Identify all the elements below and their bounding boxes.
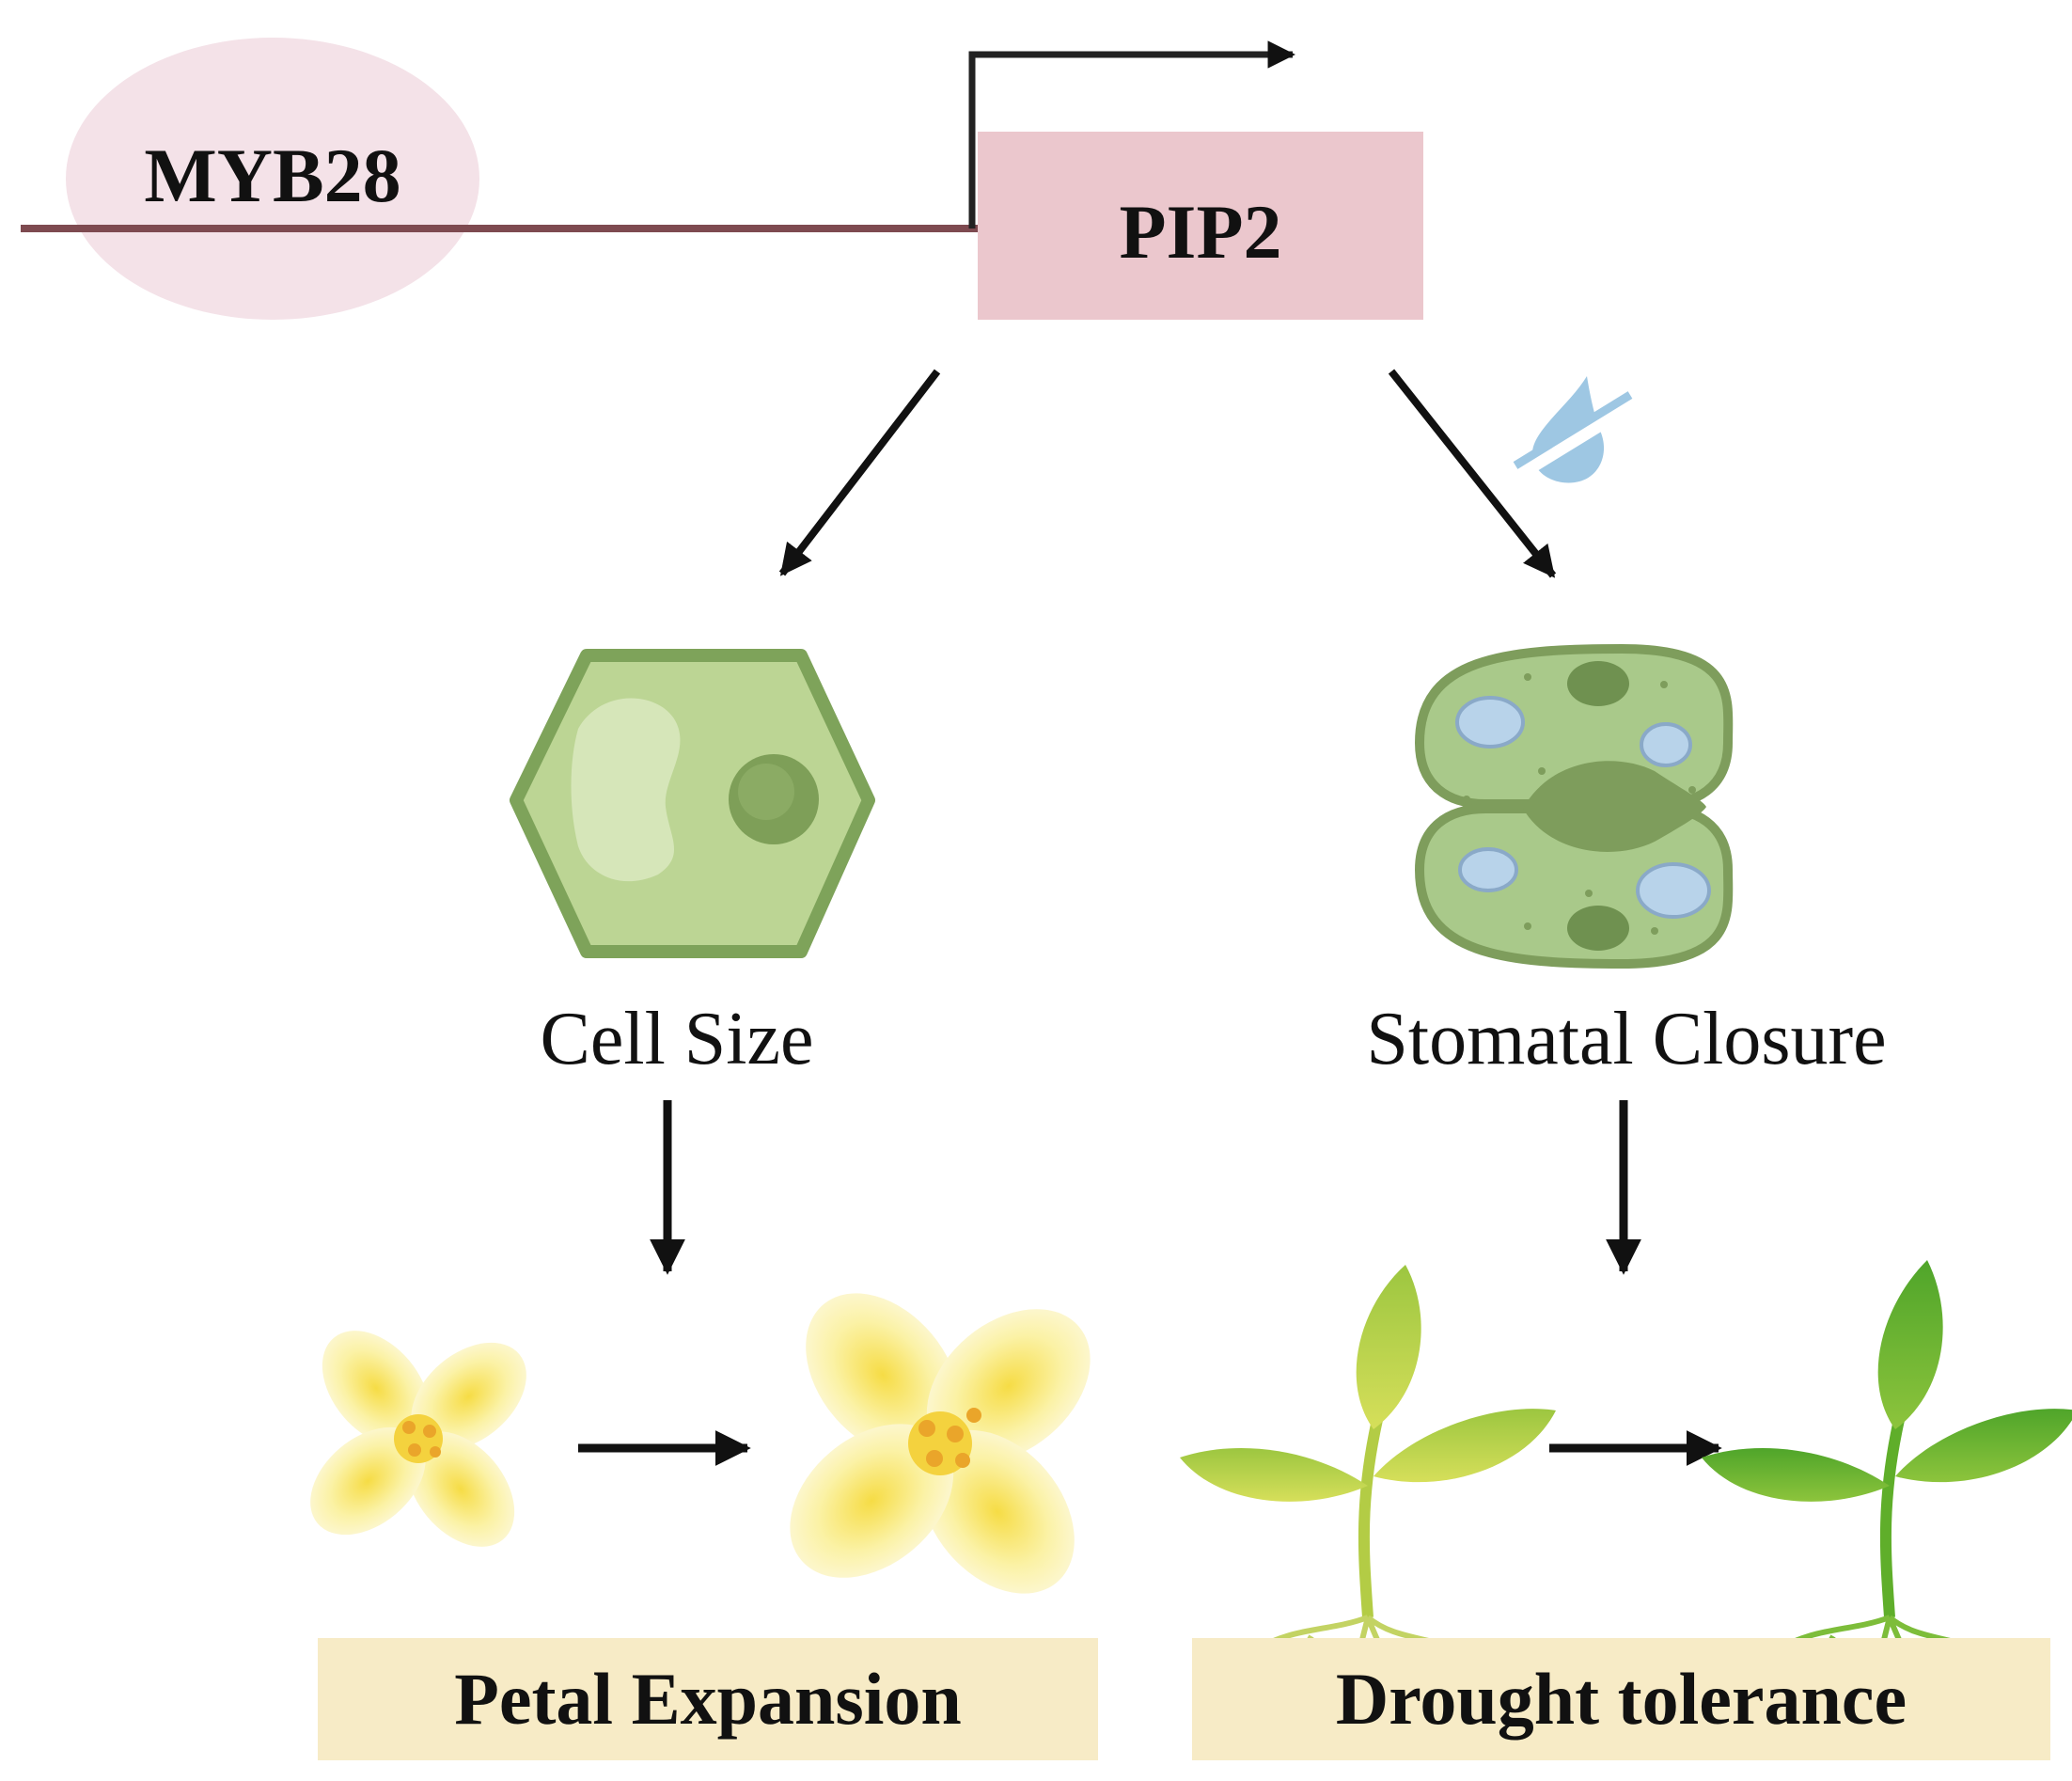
gene-box <box>978 132 1423 320</box>
tf-ellipse <box>66 38 479 320</box>
drought-tolerance-label: Drought tolerance <box>1335 1658 1907 1740</box>
small-flower-icon <box>310 1331 526 1547</box>
no-water-drop-icon <box>1513 376 1633 483</box>
stomata-icon <box>1414 643 1734 969</box>
plant-cell-icon <box>510 649 875 958</box>
stomatal-closure-label: Stomatal Closure <box>1366 998 1887 1080</box>
petal-expansion-label: Petal Expansion <box>454 1658 962 1740</box>
drought-tolerance-box <box>1192 1638 2050 1760</box>
tf-label: MYB28 <box>144 133 401 218</box>
arrow-to-stomatal-closure <box>1388 369 1557 578</box>
gene-label: PIP2 <box>1119 189 1282 275</box>
arrow-to-cell-size <box>778 369 941 576</box>
transcription-start-arrow <box>968 40 1295 229</box>
seedling-before-icon <box>1180 1265 1556 1722</box>
seedling-after-icon <box>1702 1260 2072 1722</box>
large-flower-icon <box>790 1293 1091 1594</box>
petal-expansion-box <box>318 1638 1098 1760</box>
cell-size-label: Cell Size <box>540 998 814 1080</box>
